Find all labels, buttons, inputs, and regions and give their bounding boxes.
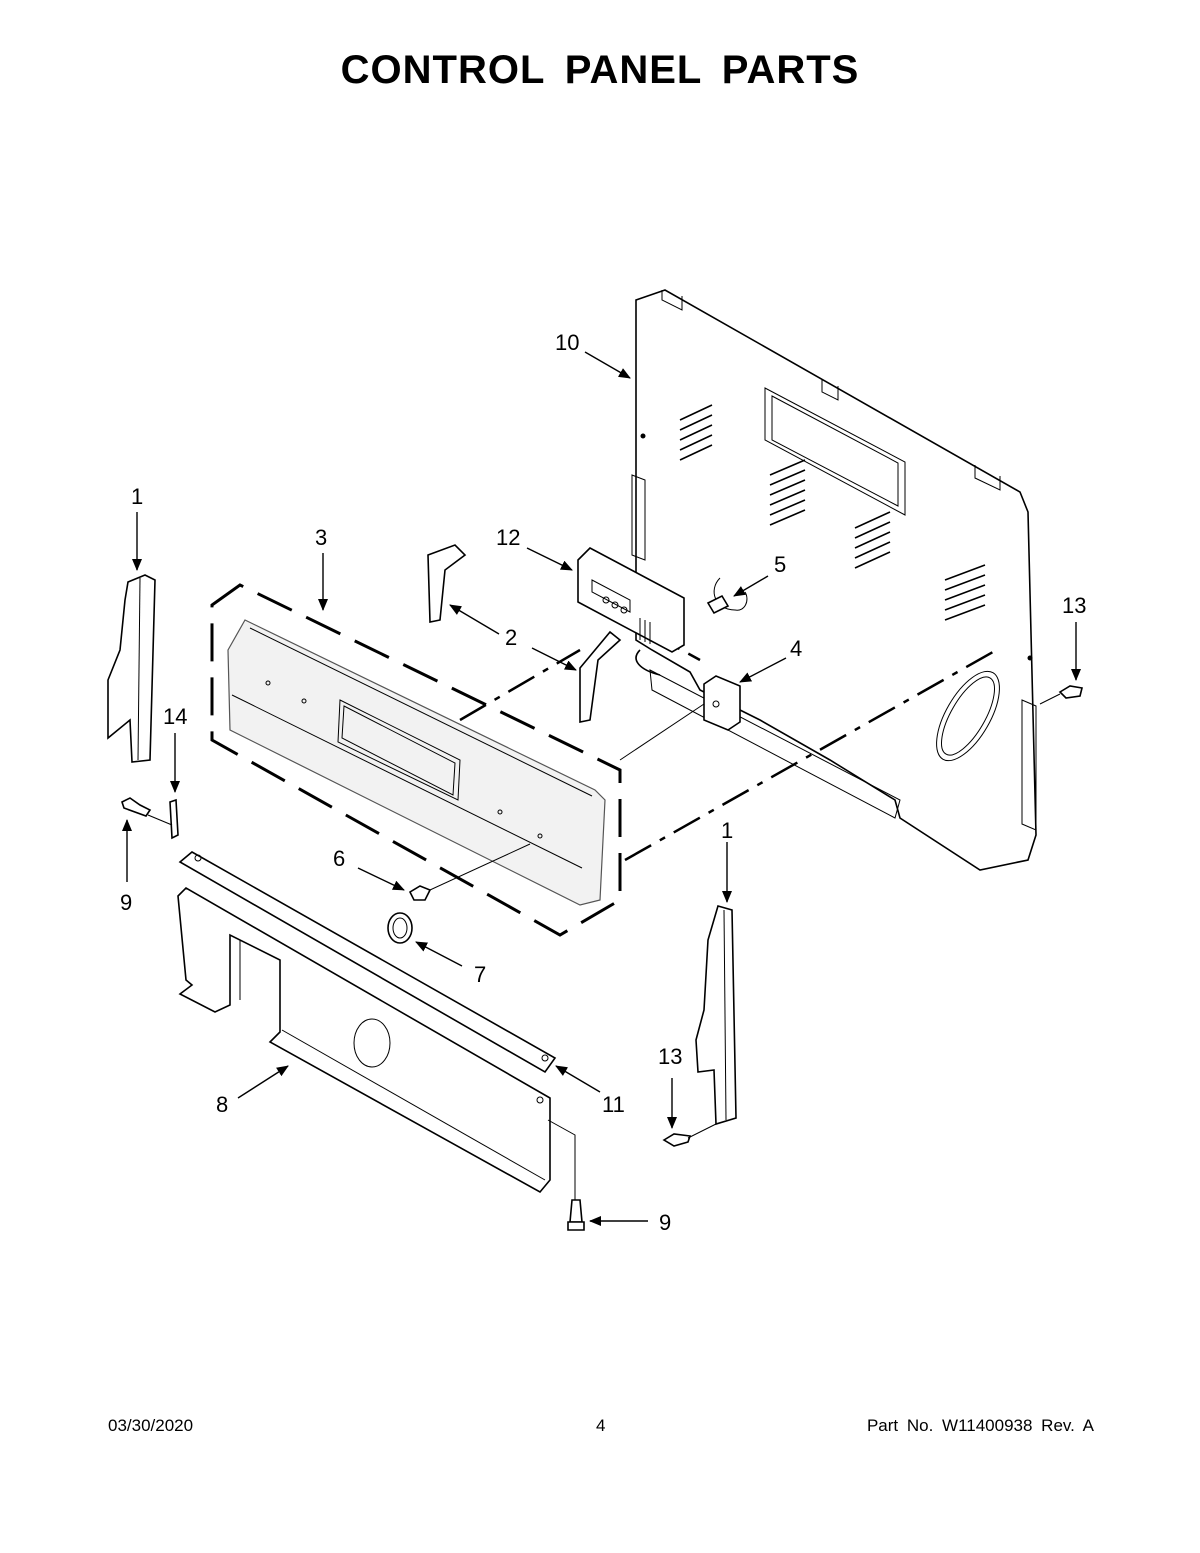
callout-8: 8: [216, 1092, 228, 1117]
screw-part-9-bottom: [567, 1199, 585, 1231]
callout-11: 11: [602, 1092, 625, 1117]
callout-9-bottom: 9: [659, 1210, 671, 1235]
vent-slots: [679, 404, 986, 621]
screw-part-9-left: [121, 797, 152, 817]
callout-13-right: 13: [1062, 593, 1086, 618]
callout-13-bottom: 13: [658, 1044, 682, 1069]
clip-part-14: [147, 798, 179, 840]
callout-3: 3: [315, 525, 327, 550]
callout-2: 2: [505, 625, 517, 650]
leader-arrows: [122, 351, 1081, 1226]
back-panel-part-10: [631, 289, 1037, 871]
screw-part-6: [408, 843, 531, 901]
callout-14: 14: [163, 704, 187, 729]
footer-part-number: Part No. W11400938 Rev. A: [866, 1416, 1094, 1435]
footer-date: 03/30/2020: [108, 1416, 194, 1435]
callout-9-left: 9: [120, 890, 132, 915]
switch-part-4: [619, 675, 741, 761]
knob-part-7: [387, 912, 413, 944]
end-bracket-part-1-right: [695, 905, 737, 1126]
electronic-control-part-12: [577, 547, 685, 676]
support-panel-part-8: [177, 887, 576, 1200]
screw-part-13-right: [1039, 685, 1083, 705]
footer-page-number: 4: [596, 1416, 606, 1435]
callout-6: 6: [333, 846, 345, 871]
screw-part-13-bottom: [662, 1123, 717, 1147]
clip-part-2: [427, 544, 622, 723]
callout-1-left: 1: [131, 484, 143, 509]
callout-12: 12: [496, 525, 520, 550]
callout-10: 10: [555, 330, 579, 355]
callout-4: 4: [790, 636, 802, 661]
bracket-part-11: [178, 851, 557, 1074]
page-title: CONTROL PANEL PARTS: [340, 48, 860, 92]
callout-7: 7: [474, 962, 486, 987]
end-bracket-part-1-left: [107, 574, 156, 763]
screw-part-5: [706, 577, 748, 615]
callout-5: 5: [774, 552, 786, 577]
callout-1-right: 1: [721, 818, 733, 843]
